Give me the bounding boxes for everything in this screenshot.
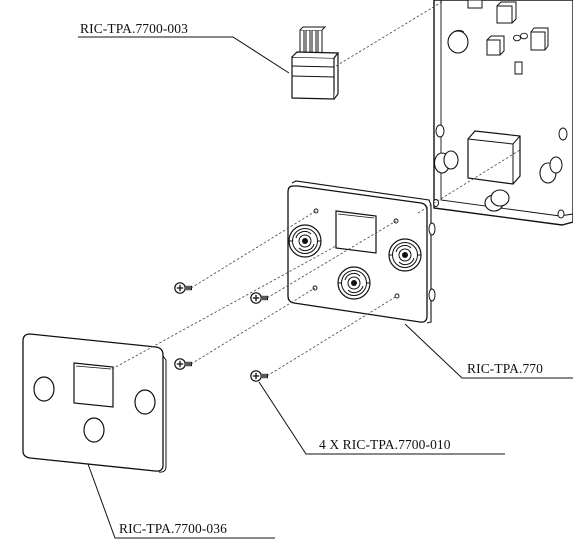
callout-connector: RIC-TPA.7700-003 [80, 21, 188, 36]
assembly-lines [111, 0, 521, 377]
pcb-board [433, 0, 573, 226]
screw-top-left [174, 282, 193, 294]
connector-part [291, 26, 340, 100]
bracket-plate [287, 180, 436, 324]
callout-front-plate: RIC-TPA.7700-036 [119, 521, 227, 536]
screw-lower-middle [250, 370, 269, 382]
leader-lines [78, 36, 573, 539]
callout-screws: 4 X RIC-TPA.7700-010 [319, 437, 451, 452]
screw-middle [250, 292, 269, 304]
callout-bracket: RIC-TPA.770 [467, 361, 543, 376]
front-plate [22, 333, 167, 473]
screw-lower-left [174, 358, 193, 370]
